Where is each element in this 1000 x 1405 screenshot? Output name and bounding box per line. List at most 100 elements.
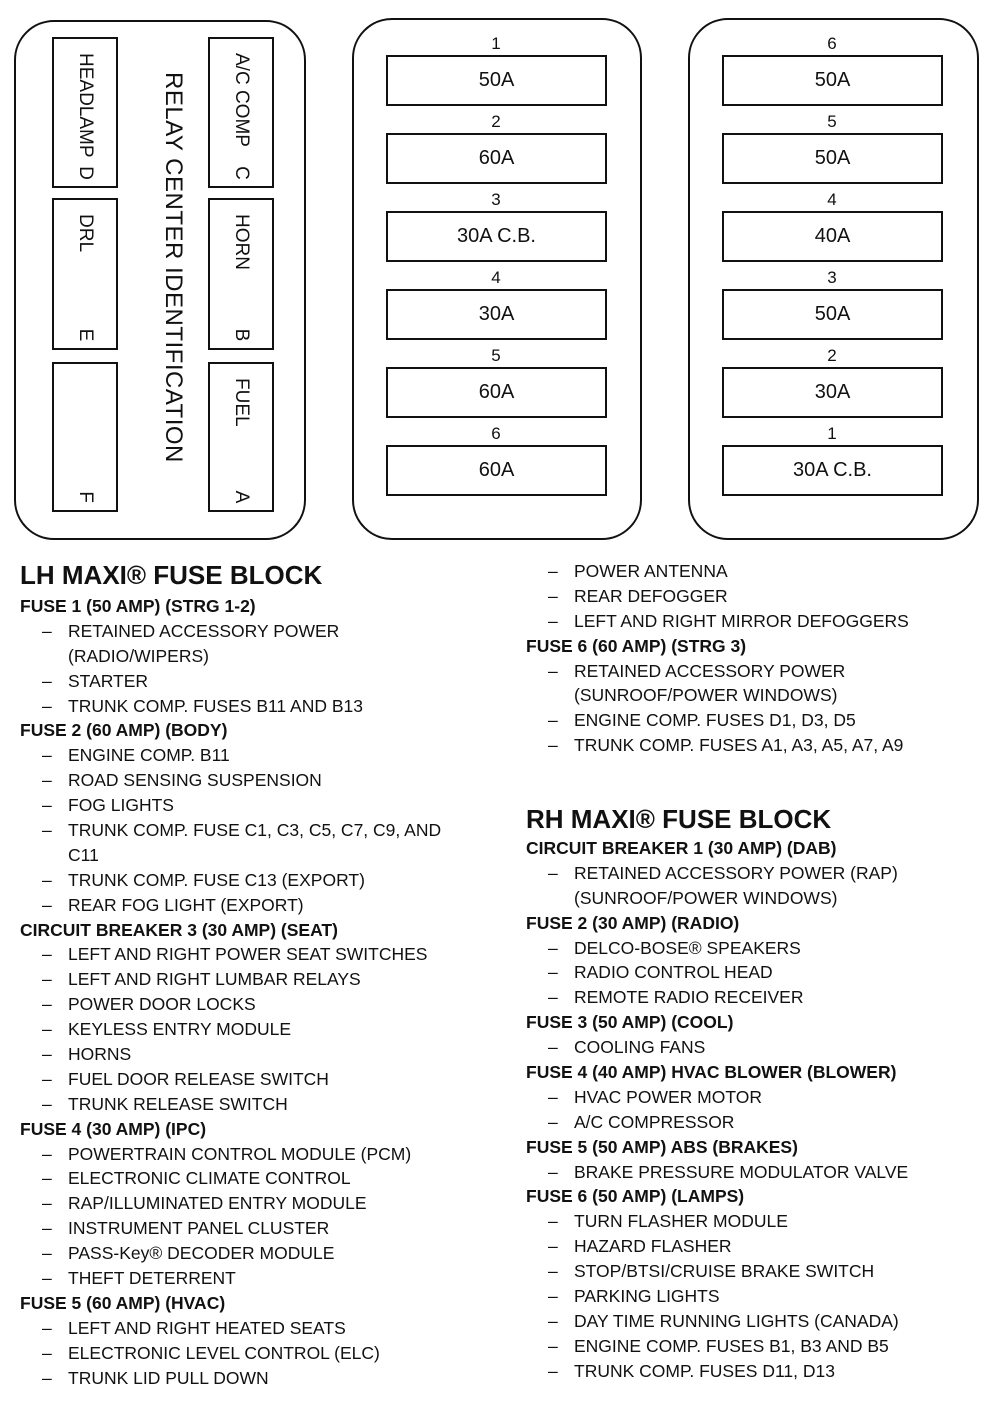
relay-slot: HEADLAMP D (52, 37, 118, 188)
line-text: RADIO CONTROL HEAD (574, 962, 773, 983)
line-text: POWERTRAIN CONTROL MODULE (PCM) (68, 1143, 412, 1164)
relay-name: HEADLAMP (75, 53, 96, 158)
fuse-number: 3 (827, 268, 837, 287)
circuit-item: –FOG LIGHTS (20, 793, 510, 818)
circuit-item: –INSTRUMENT PANEL CLUSTER (20, 1216, 510, 1241)
line-text: FUSE 1 (50 AMP) (STRG 1-2) (20, 596, 256, 616)
line-text: FUSE 5 (50 AMP) ABS (BRAKES) (526, 1136, 798, 1157)
line-text: RETAINED ACCESSORY POWER (68, 620, 340, 641)
line-text: PARKING LIGHTS (574, 1286, 720, 1307)
line-text: INSTRUMENT PANEL CLUSTER (68, 1218, 330, 1239)
dash-bullet: – (42, 1268, 52, 1289)
dash-bullet: – (548, 610, 558, 631)
line-text: FUSE 3 (50 AMP) (COOL) (526, 1012, 734, 1033)
fuse-rating: 30A C.B. (722, 445, 943, 496)
dash-bullet: – (548, 585, 558, 606)
circuit-item: C11 (20, 843, 510, 868)
fuse-heading: FUSE 1 (50 AMP) (STRG 1-2) (20, 594, 510, 619)
dash-bullet: – (42, 1243, 52, 1264)
dash-bullet: – (548, 1310, 558, 1331)
circuit-item: –DELCO-BOSE® SPEAKERS (526, 936, 996, 961)
dash-bullet: – (42, 745, 52, 766)
circuit-item: –THEFT DETERRENT (20, 1266, 510, 1291)
fuse-number: 2 (491, 112, 501, 131)
circuit-item: –HORNS (20, 1042, 510, 1067)
dash-bullet: – (42, 1019, 52, 1040)
relay-letter: D (75, 166, 96, 180)
line-text: KEYLESS ENTRY MODULE (68, 1019, 292, 1040)
dash-bullet: – (42, 1367, 52, 1388)
fuse-heading: FUSE 4 (40 AMP) HVAC BLOWER (BLOWER) (526, 1060, 996, 1085)
line-text: STARTER (68, 670, 149, 691)
line-text: RETAINED ACCESSORY POWER (574, 660, 846, 681)
line-text: TRUNK LID PULL DOWN (68, 1367, 269, 1388)
fuse-heading: FUSE 3 (50 AMP) (COOL) (526, 1010, 996, 1035)
dash-bullet: – (42, 994, 52, 1015)
circuit-item: –TRUNK COMP. FUSES B11 AND B13 (20, 694, 510, 719)
line-text: FUEL DOOR RELEASE SWITCH (68, 1068, 329, 1089)
circuit-item: –TRUNK COMP. FUSES D11, D13 (526, 1359, 996, 1384)
fuse-rating: 50A (722, 289, 943, 340)
line-text: C11 (68, 844, 99, 865)
circuit-item: –ELECTRONIC LEVEL CONTROL (ELC) (20, 1341, 510, 1366)
dash-bullet: – (548, 937, 558, 958)
circuit-item: –TRUNK RELEASE SWITCH (20, 1092, 510, 1117)
line-text: TRUNK COMP. FUSES D11, D13 (574, 1360, 835, 1381)
dash-bullet: – (548, 1261, 558, 1282)
circuit-item: –COOLING FANS (526, 1035, 996, 1060)
relay-letter: E (75, 328, 96, 342)
line-text: TRUNK COMP. FUSES B11 AND B13 (68, 695, 363, 716)
fuse-number: 3 (491, 190, 501, 209)
line-text: LEFT AND RIGHT MIRROR DEFOGGERS (574, 610, 909, 631)
circuit-item: –PASS-Key® DECODER MODULE (20, 1241, 510, 1266)
rh-maxi-fuse-block-panel (688, 18, 979, 540)
line-text: LEFT AND RIGHT POWER SEAT SWITCHES (68, 944, 428, 965)
line-text: TURN FLASHER MODULE (574, 1211, 788, 1232)
circuit-item: –LEFT AND RIGHT LUMBAR RELAYS (20, 967, 510, 992)
fuse-heading: FUSE 5 (50 AMP) ABS (BRAKES) (526, 1135, 996, 1160)
line-text: FUSE 6 (60 AMP) (STRG 3) (526, 635, 747, 656)
dash-bullet: – (42, 795, 52, 816)
dash-bullet: – (42, 1218, 52, 1239)
dash-bullet: – (42, 695, 52, 716)
dash-bullet: – (42, 770, 52, 791)
line-text: FUSE 2 (60 AMP) (BODY) (20, 720, 228, 741)
dash-bullet: – (548, 1236, 558, 1257)
circuit-item: –RAP/ILLUMINATED ENTRY MODULE (20, 1191, 510, 1216)
line-text: BRAKE PRESSURE MODULATOR VALVE (574, 1161, 909, 1182)
line-text: TRUNK COMP. FUSES A1, A3, A5, A7, A9 (574, 735, 904, 756)
relay-name: DRL (75, 214, 96, 253)
line-text: HORNS (68, 1044, 132, 1065)
circuit-item: –ELECTRONIC CLIMATE CONTROL (20, 1166, 510, 1191)
dash-bullet: – (42, 1093, 52, 1114)
dash-bullet: – (548, 1211, 558, 1232)
relay-letter: F (75, 491, 96, 503)
line-text: FUSE 4 (40 AMP) HVAC BLOWER (BLOWER) (526, 1062, 897, 1083)
circuit-item: –RETAINED ACCESSORY POWER (526, 659, 996, 684)
line-text: ROAD SENSING SUSPENSION (68, 770, 322, 791)
dash-bullet: – (42, 969, 52, 990)
circuit-item: –REAR FOG LIGHT (EXPORT) (20, 893, 510, 918)
line-text: (RADIO/WIPERS) (68, 645, 209, 666)
line-text: TRUNK RELEASE SWITCH (68, 1093, 288, 1114)
relay-letter: B (231, 328, 252, 342)
line-text: COOLING FANS (574, 1037, 706, 1058)
dash-bullet: – (42, 820, 52, 841)
fuse-heading: CIRCUIT BREAKER 1 (30 AMP) (DAB) (526, 836, 996, 861)
fuse-number: 5 (827, 112, 837, 131)
circuit-item: –ROAD SENSING SUSPENSION (20, 768, 510, 793)
line-text: LEFT AND RIGHT HEATED SEATS (68, 1317, 346, 1338)
circuit-item: (SUNROOF/POWER WINDOWS) (526, 683, 996, 708)
fuse-heading: FUSE 2 (30 AMP) (RADIO) (526, 911, 996, 936)
fuse-rating: 60A (386, 367, 607, 418)
circuit-item: –TURN FLASHER MODULE (526, 1209, 996, 1234)
circuit-item: –FUEL DOOR RELEASE SWITCH (20, 1067, 510, 1092)
lh-section-heading: LH MAXI® FUSE BLOCK (20, 560, 323, 590)
line-text: DELCO-BOSE® SPEAKERS (574, 937, 801, 958)
dash-bullet: – (42, 869, 52, 890)
circuit-item: –ENGINE COMP. FUSES B1, B3 AND B5 (526, 1334, 996, 1359)
line-text: STOP/BTSI/CRUISE BRAKE SWITCH (574, 1261, 875, 1282)
